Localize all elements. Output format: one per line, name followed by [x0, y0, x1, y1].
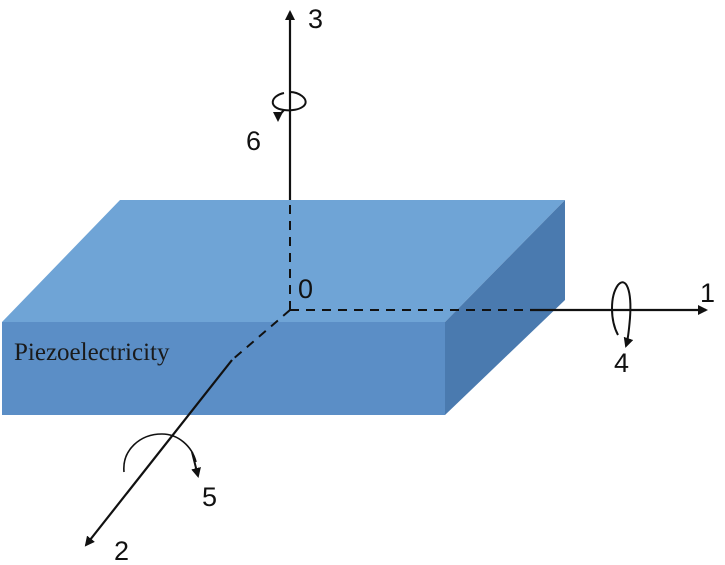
axis-3-label: 3	[308, 4, 323, 34]
rotation-6-arrow	[271, 91, 307, 122]
axis-1-label: 1	[700, 278, 715, 308]
axis-2-label: 2	[114, 536, 129, 565]
rotation-5-arrow	[123, 433, 201, 478]
rotation-6-label: 6	[246, 126, 261, 156]
rotation-5-label: 5	[202, 482, 217, 512]
axis-2	[84, 309, 291, 547]
block-front-face	[2, 322, 445, 415]
block-side-face	[445, 200, 565, 415]
origin-label: 0	[298, 274, 313, 304]
block-top-face	[2, 200, 565, 322]
rotation-4-arrow	[611, 281, 634, 348]
axis-2-line	[84, 359, 233, 547]
material-label: Piezoelectricity	[14, 339, 170, 366]
rotation-4-label: 4	[614, 348, 629, 378]
piezoelectric-block	[2, 200, 565, 415]
axis-2-hidden-segment	[231, 309, 291, 361]
